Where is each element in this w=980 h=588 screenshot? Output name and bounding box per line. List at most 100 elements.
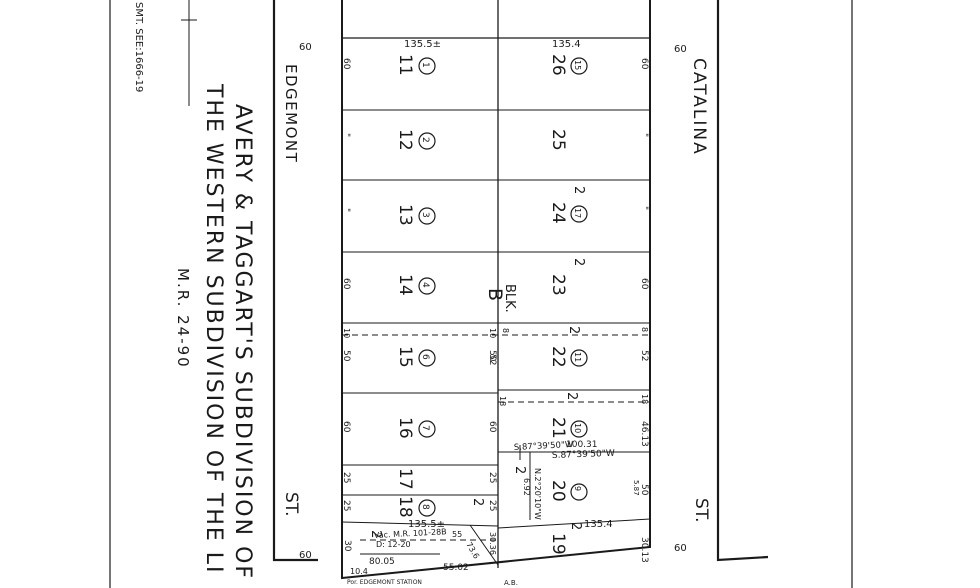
north-small-dimension: 5.87 xyxy=(632,480,640,496)
strip-width: 18 xyxy=(640,394,649,404)
strip-width: 18 xyxy=(498,396,507,406)
strip-width: 10 xyxy=(342,328,351,338)
parcel-circle xyxy=(570,57,588,75)
parcel-number: 8 xyxy=(420,504,430,510)
tick-mark: 2 xyxy=(568,522,583,530)
parcel-circle xyxy=(418,57,436,75)
distance-2: 10.4 xyxy=(350,567,368,576)
tick-mark: 2 xyxy=(368,530,383,538)
tick-mark: 2 xyxy=(512,466,527,474)
strip-width: 8 xyxy=(501,328,510,333)
bearing-1: S.87°39'50"W xyxy=(514,440,574,453)
parcel-number: 17 xyxy=(573,208,582,218)
lot-rear-dimension: 25 xyxy=(487,500,497,511)
north-bearing-length: 6.92 xyxy=(522,478,531,496)
block-label: BLK. xyxy=(502,284,517,313)
lot-number: 17 xyxy=(395,468,415,490)
lot-rear-dimension: 50 xyxy=(487,350,497,362)
tract-reference: M.R. 24-90 xyxy=(174,268,192,369)
lot-number: 16 xyxy=(395,417,415,439)
lot-frontage: " xyxy=(639,206,649,210)
vacation-length: 55 xyxy=(452,530,462,539)
parcel-circles xyxy=(418,57,588,517)
lot-frontage: 60 xyxy=(341,421,351,433)
lot-line xyxy=(341,521,499,527)
lot-number: 26 xyxy=(548,54,568,76)
lot-number: 14 xyxy=(395,274,415,296)
lot-frontage: " xyxy=(341,208,351,212)
parcel-number: 2 xyxy=(420,137,430,143)
parcel-number: 11 xyxy=(573,352,582,362)
deed-reference: D: 12-20 xyxy=(376,540,411,549)
lot-number: 12 xyxy=(395,129,415,151)
distance-4: 73.6 xyxy=(464,541,481,561)
tick-mark: 2 xyxy=(566,326,581,334)
diagonal-line xyxy=(469,524,499,566)
parcel-number: 7 xyxy=(420,425,430,431)
catalina-street-line xyxy=(716,0,769,562)
title-line-1: AVERY & TAGGART'S SUBDIVISION OF xyxy=(230,104,255,580)
frontage-right-top: 60 xyxy=(674,44,687,55)
lot-number: 23 xyxy=(548,274,568,296)
vacation-reference: Vac. M.R. 101-28B xyxy=(374,527,447,540)
lot-number: 19 xyxy=(548,533,568,555)
lot-frontage: 60 xyxy=(639,58,649,70)
depth-right-top: 135.4 xyxy=(552,39,581,50)
lot-frontage: 52 xyxy=(639,350,649,361)
parcel-number: 6 xyxy=(420,354,430,360)
parcel-circle xyxy=(570,483,588,501)
tick-marks: 2 2 2 2 2 2 2 2 xyxy=(368,186,586,538)
parcel-circle xyxy=(570,349,588,367)
street-suffix-right: ST. xyxy=(691,498,711,523)
lot-frontage: 25 xyxy=(341,500,351,511)
strip-width: 10 xyxy=(488,328,497,338)
parcel-circle xyxy=(418,132,436,150)
bearing-1-length: 100.31 xyxy=(566,440,598,450)
lot-number: 25 xyxy=(548,129,568,151)
depth-left-top: 135.5± xyxy=(404,39,441,50)
lot-number: 20 xyxy=(548,480,568,502)
north-bearing: N.2°20'10"W xyxy=(533,468,542,520)
parcel-number: 9 xyxy=(573,486,582,491)
distance-5: 30.36 xyxy=(488,532,497,555)
lot-number: 18 xyxy=(395,496,415,518)
lot-number: 13 xyxy=(395,204,415,226)
lot-frontage: 25 xyxy=(341,472,351,483)
portion-label: Por. EDGEMONT STATION xyxy=(347,579,422,586)
street-suffix-left: ST. xyxy=(281,492,301,517)
parcel-circle xyxy=(418,349,436,367)
lot-line xyxy=(497,518,651,529)
tick-mark: 2 xyxy=(571,258,586,266)
parcel-circle xyxy=(418,420,436,438)
center-rear-dimension: 52 xyxy=(487,354,497,365)
title-line-2: THE WESTERN SUBDIVISION OF THE LI xyxy=(201,83,226,575)
lot-number: 21 xyxy=(548,417,568,439)
parcel-number: 1 xyxy=(420,62,430,68)
lot-frontage: " xyxy=(639,133,649,137)
distance-1: 80.05 xyxy=(369,557,395,567)
street-name-catalina: CATALINA xyxy=(689,58,709,156)
lot-number: 15 xyxy=(395,346,415,368)
distance-6: 30 xyxy=(342,540,352,552)
lot-number: 22 xyxy=(548,346,568,368)
tick-mark: 2 xyxy=(564,392,579,400)
lot-frontage: 46.13 xyxy=(639,421,649,447)
distance-3: 55.02 xyxy=(443,563,469,573)
frontage-left-top: 60 xyxy=(299,42,312,53)
map-reference: SMT. SEE:1666-19 xyxy=(133,2,144,92)
lot-frontage: 60 xyxy=(341,278,351,290)
parcel-number: 15 xyxy=(573,60,582,70)
bearing-2: S.87°39'50"W xyxy=(552,449,615,461)
tick-mark: 2 xyxy=(470,498,485,506)
lot-number: 24 xyxy=(548,202,568,224)
lot-rear-dimension: 25 xyxy=(487,472,497,483)
parcel-number: 3 xyxy=(420,212,430,218)
parcel-circle xyxy=(570,420,588,438)
tick-mark: 2 xyxy=(571,186,586,194)
block-letter: B xyxy=(484,288,506,301)
lot-frontage: 50 xyxy=(341,350,351,362)
edgemont-street-line xyxy=(272,0,318,562)
